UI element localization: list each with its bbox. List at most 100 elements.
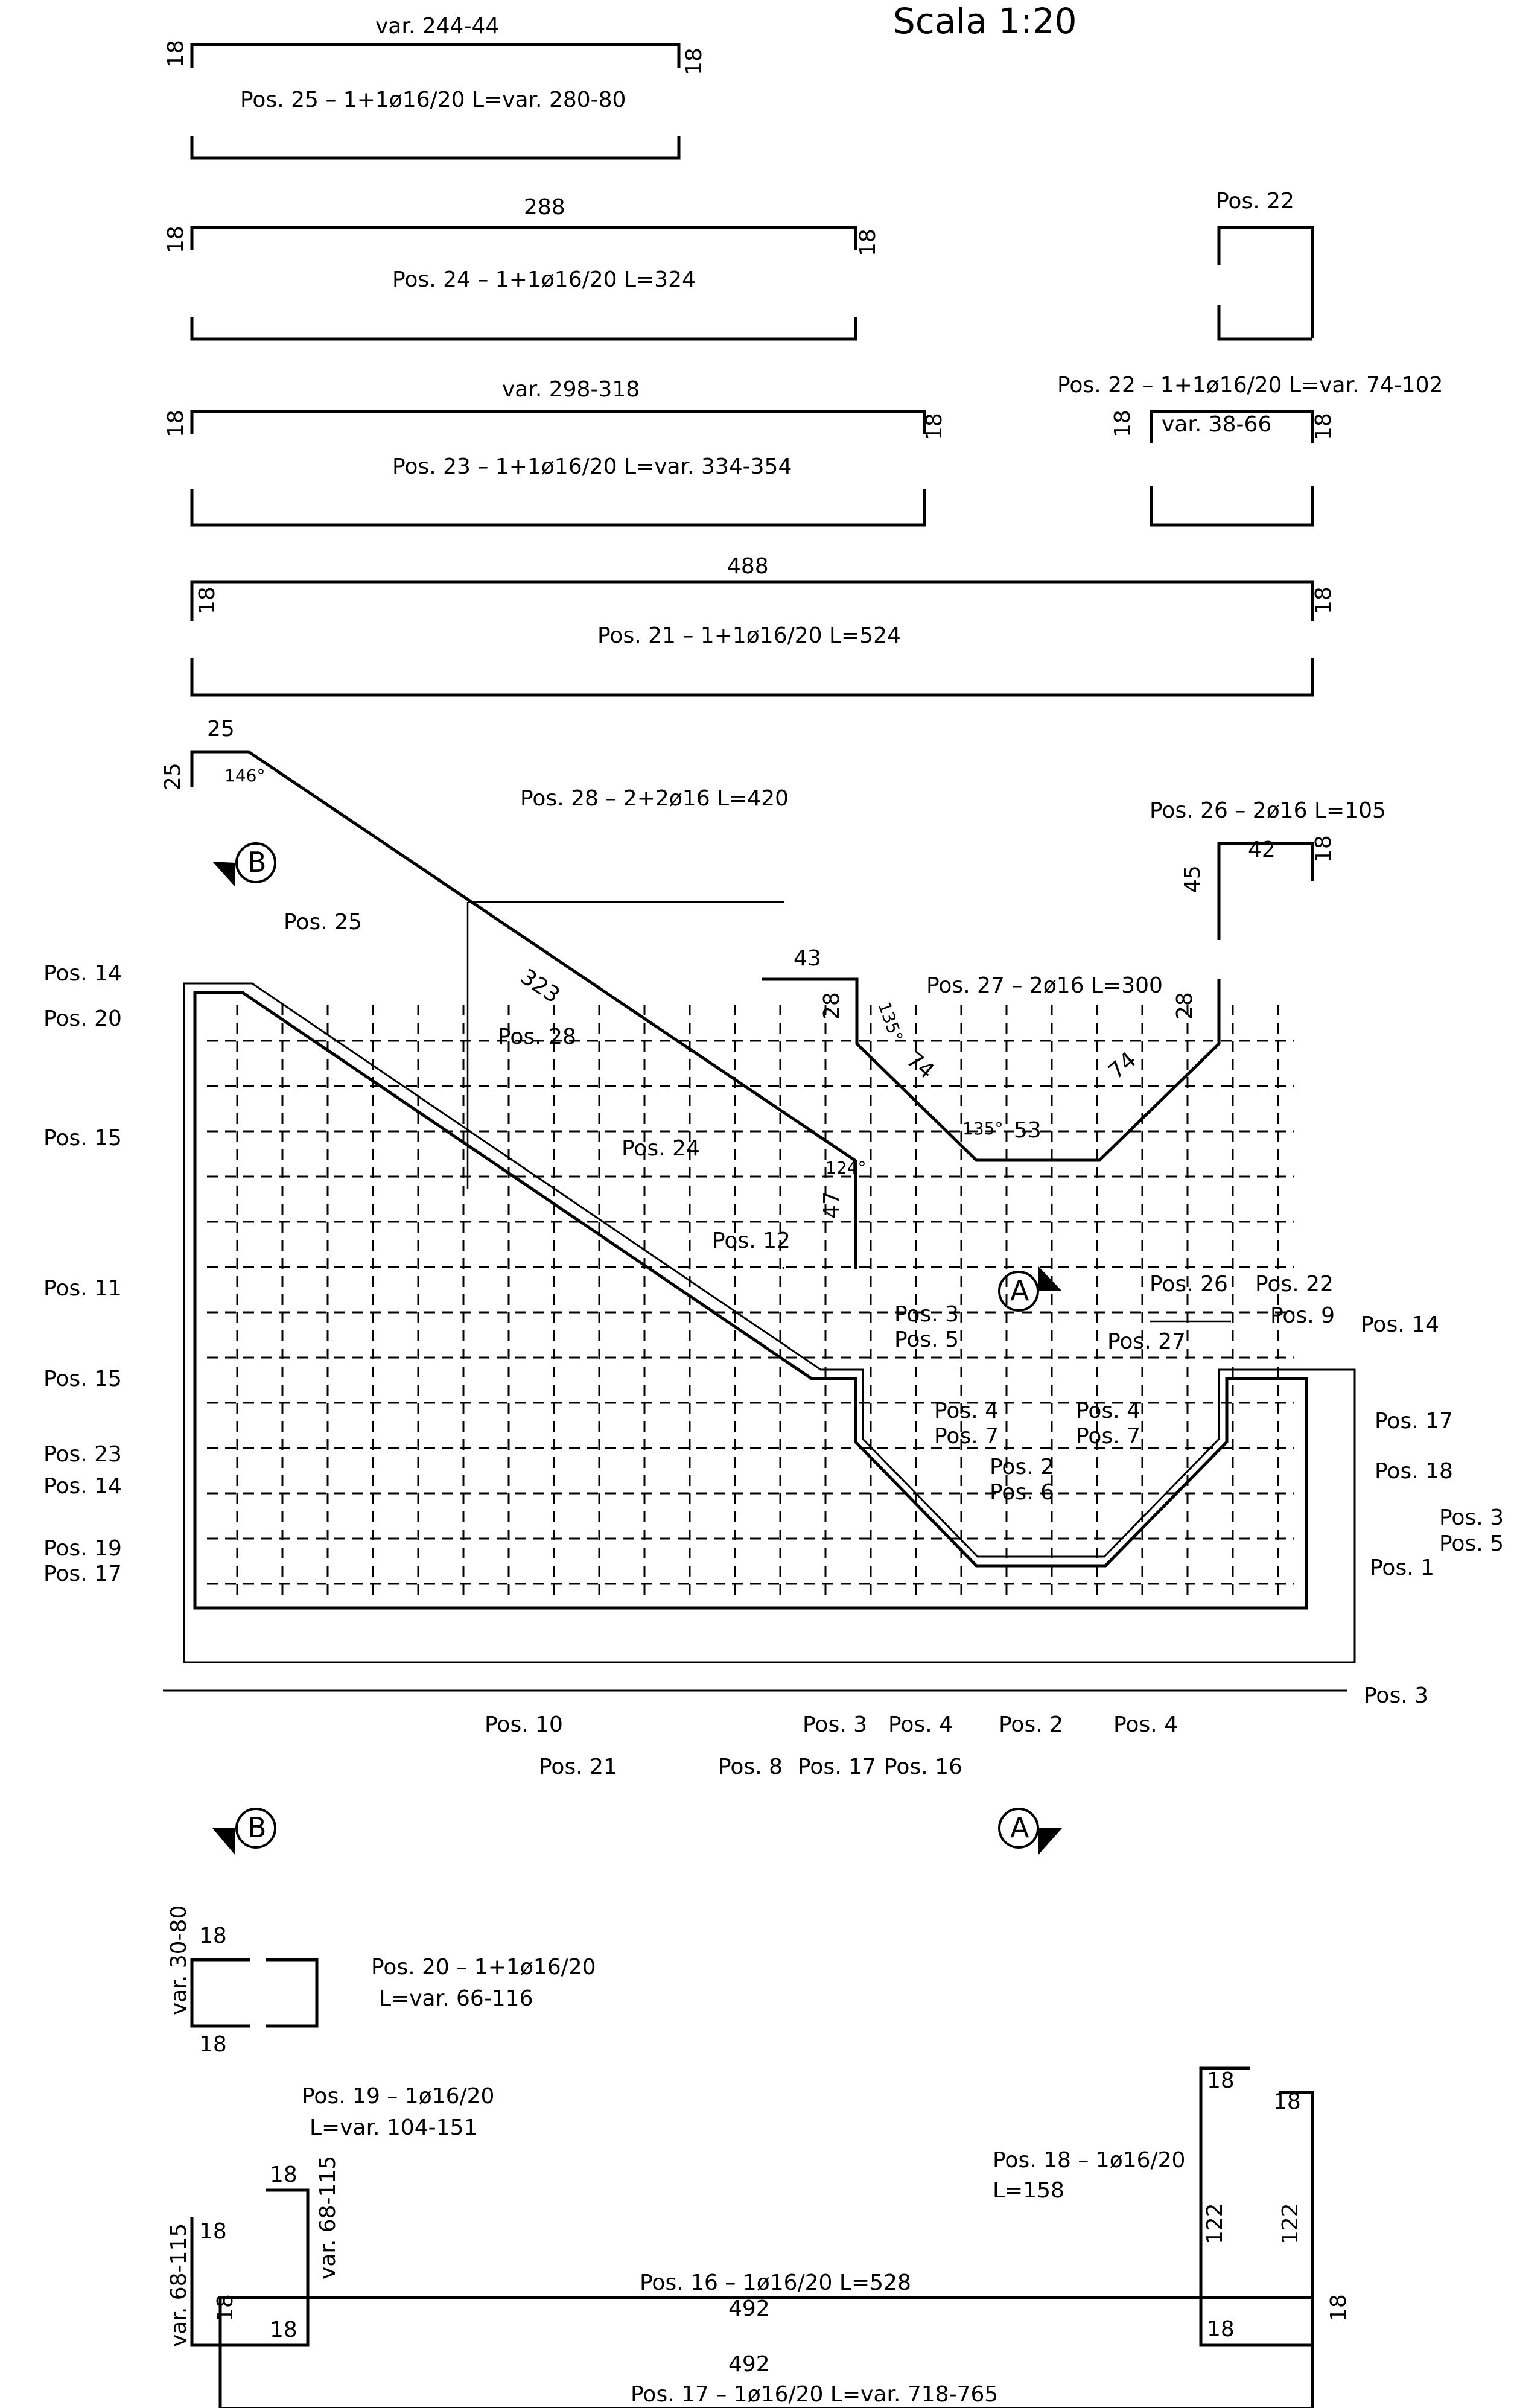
label-pos10-bottom: Pos. 10 xyxy=(485,1712,563,1737)
label-pos7-mid-b: Pos. 7 xyxy=(1076,1424,1140,1449)
label-pos4-bottom-b: Pos. 4 xyxy=(1113,1712,1178,1737)
pos28-d3: 47 xyxy=(819,1191,844,1219)
pos23-dim-top: var. 298-318 xyxy=(502,377,640,402)
pos22-bar-shape-top xyxy=(1217,226,1314,341)
label-pos27-mid: Pos. 27 xyxy=(1107,1329,1186,1354)
pos21-dim-right: 18 xyxy=(1311,586,1336,614)
label-pos12-top: Pos. 12 xyxy=(712,1228,790,1253)
pos16-d18bl: 18 xyxy=(213,2294,238,2322)
pos27-ang2: 135° xyxy=(962,1119,1003,1139)
pos27-d74b: 74 xyxy=(1104,1047,1140,1084)
label-pos17-right: Pos. 17 xyxy=(1375,1409,1453,1434)
pos16-d18b: 18 xyxy=(270,2317,297,2342)
drawing-scale: Scala 1:20 xyxy=(893,1,1077,42)
section-outline-inner xyxy=(193,991,1308,1610)
label-pos26-mid: Pos. 26 xyxy=(1150,1272,1228,1297)
label-pos18-right: Pos. 18 xyxy=(1375,1459,1453,1484)
label-pos14-left-b: Pos. 14 xyxy=(43,1474,122,1499)
pos28-label: Pos. 28 – 2+2ø16 L=420 xyxy=(520,786,789,811)
pos17-label: Pos. 17 – 1ø16/20 L=var. 718-765 xyxy=(631,2382,998,2407)
label-pos3-right-b: Pos. 3 xyxy=(1364,1683,1428,1708)
pos22-title: Pos. 22 xyxy=(1216,189,1294,214)
pos20-bar-shape xyxy=(190,1958,319,2028)
pos17-bar-shape-base xyxy=(220,2298,1314,2408)
label-pos17-bottom: Pos. 17 xyxy=(798,1755,876,1779)
label-pos5-right: Pos. 5 xyxy=(1439,1531,1504,1556)
label-pos6-mid: Pos. 6 xyxy=(990,1480,1054,1505)
section-outline-outer xyxy=(183,982,1356,1663)
pos28-bar-shape xyxy=(190,750,857,1269)
pos23-dim-right: 18 xyxy=(922,413,947,440)
pos19-d18a: 18 xyxy=(270,2162,297,2187)
pos22-dim-left: 18 xyxy=(1110,410,1135,437)
label-pos21-bottom: Pos. 21 xyxy=(539,1755,617,1779)
pos19-dv: var. 68-115 xyxy=(316,2156,340,2279)
svg-text:A: A xyxy=(1010,1811,1029,1844)
label-pos9-mid: Pos. 9 xyxy=(1270,1303,1335,1328)
label-pos19-left: Pos. 19 xyxy=(43,1536,122,1561)
pos25-dim-left: 18 xyxy=(164,40,188,68)
label-pos24-top: Pos. 24 xyxy=(622,1136,700,1161)
pos18-d18a: 18 xyxy=(1207,2068,1235,2093)
labels: Scala 1:20 var. 244-44 18 18 Pos. 25 – 1… xyxy=(43,1,1504,2407)
pos27-d74a: 74 xyxy=(902,1047,938,1084)
pos20-label2: L=var. 66-116 xyxy=(379,1986,533,2011)
pos28-angle2: 124° xyxy=(825,1158,866,1178)
pos23-dim-left: 18 xyxy=(164,410,188,437)
pos24-dim-right: 18 xyxy=(856,229,880,256)
label-pos22-mid: Pos. 22 xyxy=(1255,1272,1334,1297)
label-pos20-left: Pos. 20 xyxy=(43,1006,122,1031)
pos27-ang1: 135° xyxy=(874,999,906,1044)
pos25-bar-shape xyxy=(190,43,681,160)
pos27-d28b: 28 xyxy=(1172,992,1197,1020)
pos26-d1: 45 xyxy=(1180,865,1205,893)
pos23-bar-shape xyxy=(190,410,926,527)
svg-text:A: A xyxy=(1010,1274,1029,1307)
pos28-angle1: 146° xyxy=(224,766,265,786)
pos26-label: Pos. 26 – 2ø16 L=105 xyxy=(1150,798,1386,823)
pos21-bar-shape xyxy=(190,580,1314,697)
label-pos14-left: Pos. 14 xyxy=(43,961,122,986)
pos19-label2: L=var. 104-151 xyxy=(310,2115,477,2140)
pos20-label1: Pos. 20 – 1+1ø16/20 xyxy=(371,1955,596,1980)
label-pos28-top: Pos. 28 xyxy=(498,1025,576,1049)
pos18-d122a: 122 xyxy=(1203,2203,1227,2244)
cross-section xyxy=(163,982,1356,1692)
pos21-label: Pos. 21 – 1+1ø16/20 L=524 xyxy=(597,623,901,648)
pos25-dim-top: var. 244-44 xyxy=(375,14,499,39)
pos16-len: 492 xyxy=(728,2296,770,2321)
pos16-d18a: 18 xyxy=(199,2219,227,2244)
pos16-label: Pos. 16 – 1ø16/20 L=528 xyxy=(640,2270,911,2295)
pos17-len: 492 xyxy=(728,2352,770,2377)
section-marker-a-bottom: A xyxy=(998,1808,1062,1855)
pos21-dim-top: 488 xyxy=(727,554,769,579)
pos18-d122b: 122 xyxy=(1278,2203,1303,2244)
pos26-bar-shape xyxy=(1217,842,1314,940)
label-pos25-top: Pos. 25 xyxy=(284,910,362,935)
pos22-inner: var. 38-66 xyxy=(1162,412,1271,437)
pos20-d2: var. 30-80 xyxy=(167,1905,191,2015)
label-pos7-mid-a: Pos. 7 xyxy=(934,1424,999,1449)
label-pos14-right: Pos. 14 xyxy=(1361,1312,1439,1337)
pos24-dim-top: 288 xyxy=(524,195,565,220)
pos18-d18c: 18 xyxy=(1207,2317,1235,2342)
label-pos17-left: Pos. 17 xyxy=(43,1561,122,1586)
label-pos11-left: Pos. 11 xyxy=(43,1276,122,1301)
label-pos1-right: Pos. 1 xyxy=(1370,1555,1434,1580)
pos26-d3: 18 xyxy=(1311,835,1336,863)
section-marker-b-bottom: B xyxy=(212,1808,276,1855)
pos24-label: Pos. 24 – 1+1ø16/20 L=324 xyxy=(392,267,696,292)
pos21-dim-left: 18 xyxy=(195,586,220,614)
pos22-bar-shape-detail xyxy=(1150,410,1314,527)
label-pos2-mid: Pos. 2 xyxy=(990,1455,1054,1479)
svg-text:B: B xyxy=(247,1811,267,1844)
pos22-label: Pos. 22 – 1+1ø16/20 L=var. 74-102 xyxy=(1057,373,1443,398)
label-pos15-left-a: Pos. 15 xyxy=(43,1126,122,1151)
label-pos4-mid-b: Pos. 4 xyxy=(1076,1399,1140,1423)
pos26-d2: 42 xyxy=(1248,837,1276,862)
leader-lines xyxy=(466,843,1231,1323)
pos25-label: Pos. 25 – 1+1ø16/20 L=var. 280-80 xyxy=(240,87,626,112)
pos24-dim-left: 18 xyxy=(164,226,188,253)
pos22-dim-right: 18 xyxy=(1311,413,1336,440)
